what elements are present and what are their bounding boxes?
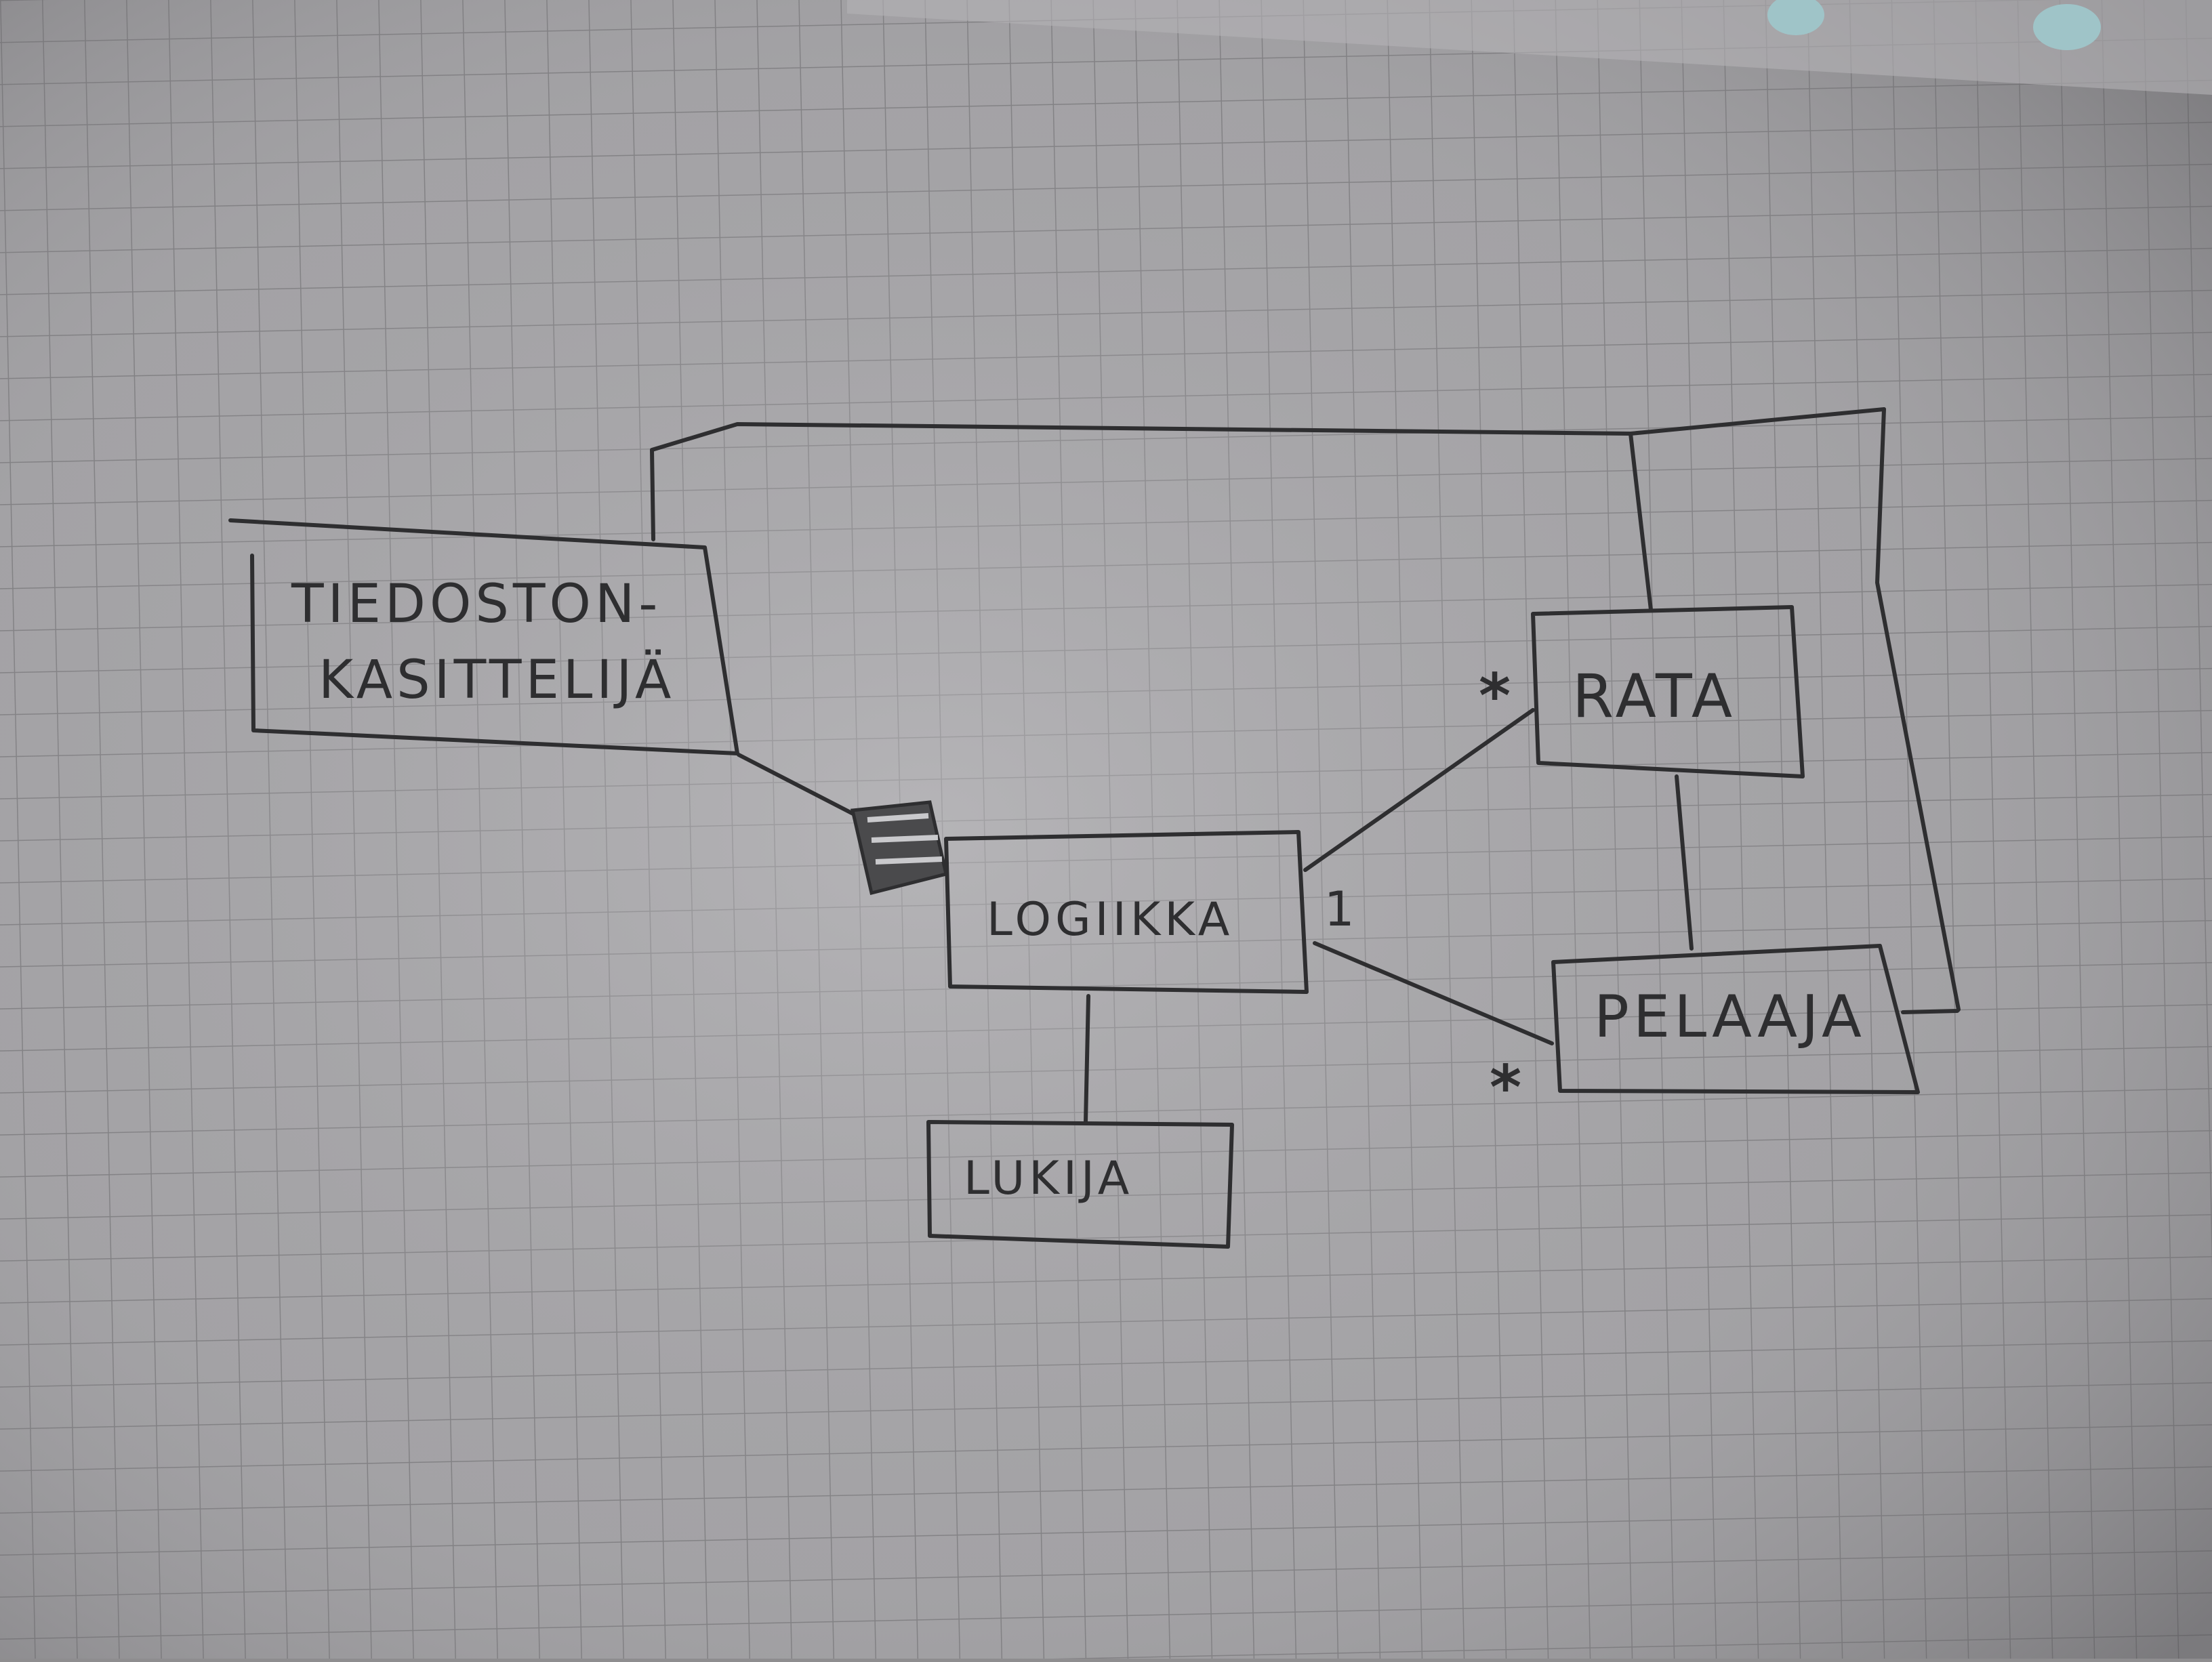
- aggregation-diamond-icon: [850, 800, 948, 896]
- label-lukija: LUKIJA: [964, 1152, 1133, 1205]
- diagram-lines: [228, 407, 1961, 1249]
- binder-hole: [2033, 4, 2101, 50]
- box-logiikka-border: [944, 830, 1309, 994]
- multiplicity-rata: *: [1479, 661, 1511, 732]
- edge-logiikka-lukija: [1084, 994, 1090, 1124]
- edge-top-pelaaja: [1875, 407, 1961, 1014]
- edge-top-rata: [1629, 432, 1653, 612]
- edge-logiikka-pelaaja: [1313, 941, 1554, 1045]
- box-lukija-border: [926, 1120, 1234, 1249]
- label-tiedostonkasittelija-line2: KASITTELIJÄ: [319, 649, 675, 711]
- box-pelaaja-border: [1551, 944, 1920, 1094]
- box-rata-border: [1531, 605, 1805, 778]
- multiplicity-logiikka: 1: [1324, 881, 1355, 937]
- top-paper-edge: [847, 0, 2212, 95]
- label-tiedostonkasittelija-line1: TIEDOSTON-: [291, 574, 661, 635]
- label-pelaaja: PELAAJA: [1594, 983, 1866, 1051]
- edge-rata-pelaaja: [1675, 774, 1694, 951]
- edge-tiedosto-top: [650, 407, 1886, 541]
- label-logiikka: LOGIIKKA: [987, 893, 1233, 947]
- edge-tiedosto-logiikka: [737, 753, 869, 823]
- edge-logiikka-rata: [1303, 708, 1535, 872]
- label-rata: RATA: [1572, 661, 1736, 731]
- multiplicity-pelaaja: *: [1490, 1052, 1521, 1123]
- binder-hole: [1767, 0, 1824, 35]
